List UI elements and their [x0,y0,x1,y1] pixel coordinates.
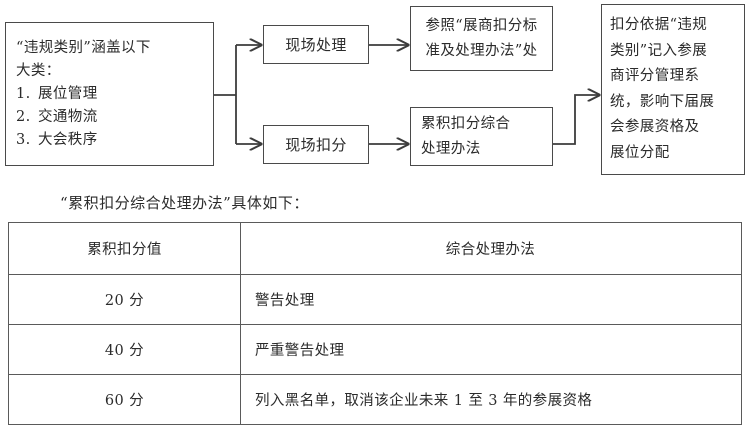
onsite-handling-label: 现场处理 [285,36,347,54]
flow-box-refer-standard: 参照“展商扣分标 准及处理办法”处 [410,6,553,71]
flow-box-scoring-system: 扣分依据“违规 类别”记入参展 商评分管理系 统，影响下届展 会参展资格及 展位… [601,4,745,175]
table-row: 20 分 警告处理 [8,274,742,325]
scoring-system-line-2: 类别”记入参展 [610,42,708,59]
table-header-method: 综合处理办法 [240,222,742,275]
refer-standard-line-1: 参照“展商扣分标 [425,17,538,34]
violation-category-number: 3. [16,131,31,148]
scoring-system-line-4: 统，影响下届展 [610,93,715,110]
scoring-system-line-3: 商评分管理系 [610,68,700,84]
violation-category-label: 交通物流 [38,108,98,125]
violation-category-item: 2. 交通物流 [16,106,213,129]
violation-category-label: 展位管理 [38,85,98,102]
flow-box-onsite-deduction: 现场扣分 [263,125,369,164]
scoring-system-line-6: 展位分配 [610,144,670,161]
table-row: 40 分 严重警告处理 [8,324,742,375]
cumulative-method-line-1: 累积扣分综合 [421,115,511,132]
cumulative-deduction-table: 累积扣分值 综合处理办法 20 分 警告处理 40 分 严重警告处理 60 分 … [8,222,742,425]
table-cell-score: 40 分 [8,324,241,375]
cumulative-method-line-2: 处理办法 [421,140,481,157]
table-caption: “累积扣分综合处理办法”具体如下： [60,194,309,212]
flow-box-violation-categories: “违规类别”涵盖以下 大类： 1. 展位管理 2. 交通物流 3. 大会秩序 [5,22,214,166]
violation-categories-title: “违规类别”涵盖以下 [16,39,151,56]
table-cell-method: 列入黑名单，取消该企业未来 1 至 3 年的参展资格 [240,374,742,425]
table-cell-method: 警告处理 [240,274,742,325]
table-cell-score: 60 分 [8,374,241,425]
violation-category-label: 大会秩序 [38,131,98,148]
scoring-system-line-1: 扣分依据“违规 [610,17,708,33]
violation-category-number: 2. [16,108,31,125]
table-row: 60 分 列入黑名单，取消该企业未来 1 至 3 年的参展资格 [8,374,742,425]
flow-box-cumulative-method: 累积扣分综合 处理办法 [410,107,553,166]
table-header-score: 累积扣分值 [8,222,241,275]
refer-standard-line-2: 准及处理办法”处 [425,42,538,59]
violation-category-item: 1. 展位管理 [16,83,213,106]
flow-box-onsite-handling: 现场处理 [263,25,369,64]
violation-categories-subtitle: 大类： [16,62,61,79]
violation-category-item: 3. 大会秩序 [16,129,213,152]
table-cell-method: 严重警告处理 [240,324,742,375]
scoring-system-line-5: 会参展资格及 [610,119,700,135]
onsite-deduction-label: 现场扣分 [285,136,347,154]
table-cell-score: 20 分 [8,274,241,325]
table-header-row: 累积扣分值 综合处理办法 [8,222,742,275]
violation-category-number: 1. [16,85,31,102]
